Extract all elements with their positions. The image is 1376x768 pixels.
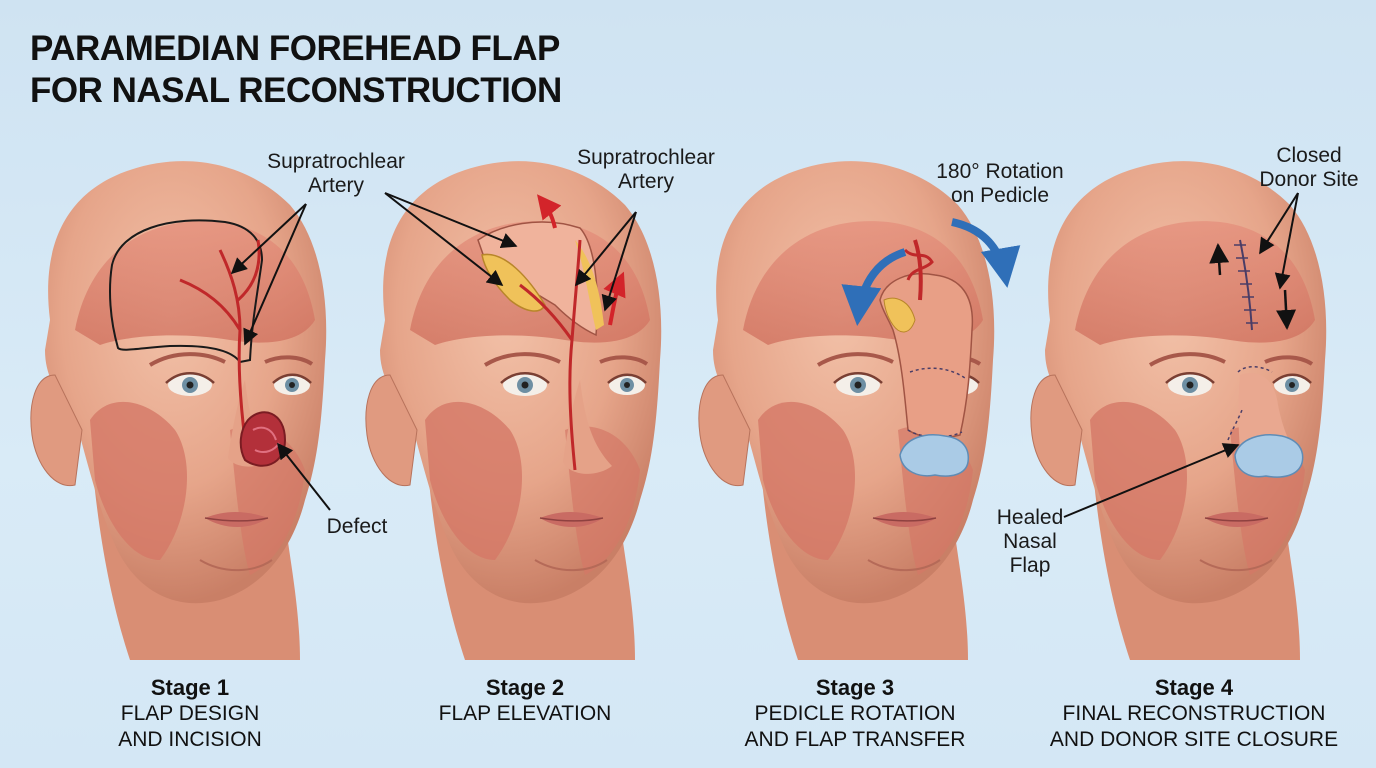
stage-2-number: Stage 2 xyxy=(485,675,565,700)
label-healed-nasal-flap: Healed Nasal Flap xyxy=(996,506,1064,577)
stage-2-head xyxy=(363,159,664,663)
label-supratrochlear-artery-2: Supratrochlear Artery xyxy=(577,146,715,193)
stage-1-number: Stage 1 xyxy=(150,675,230,700)
flap-design-outline xyxy=(109,219,264,364)
stage-2-caption: Stage 2 FLAP ELEVATION xyxy=(375,675,675,727)
nose-tip-stage-3 xyxy=(899,434,970,477)
stage-4-caption: Stage 4 FINAL RECONSTRUCTION AND DONOR S… xyxy=(1044,675,1344,753)
stage-3-number: Stage 3 xyxy=(815,675,895,700)
title-line-1: PARAMEDIAN FOREHEAD FLAP xyxy=(30,29,560,68)
stage-3-caption: Stage 3 PEDICLE ROTATION AND FLAP TRANSF… xyxy=(705,675,1005,753)
stage-3-head xyxy=(696,159,1021,663)
nasal-defect xyxy=(239,411,287,467)
stage-1-head xyxy=(28,159,331,663)
label-180-rotation: 180° Rotation on Pedicle xyxy=(936,160,1064,207)
title-line-2: FOR NASAL RECONSTRUCTION xyxy=(30,71,562,110)
donor-site-suture xyxy=(1239,239,1253,331)
label-supratrochlear-artery-1: Supratrochlear Artery xyxy=(267,150,405,197)
stage-4-head xyxy=(1028,159,1329,663)
stage-4-number: Stage 4 xyxy=(1154,675,1234,700)
label-closed-donor-site: Closed Donor Site xyxy=(1259,144,1359,191)
nose-tip-stage-4 xyxy=(1234,434,1304,478)
page-title: PARAMEDIAN FOREHEAD FLAP FOR NASAL RECON… xyxy=(30,28,562,112)
stage-1-caption: Stage 1 FLAP DESIGN AND INCISION xyxy=(40,675,340,753)
label-defect: Defect xyxy=(326,515,388,538)
